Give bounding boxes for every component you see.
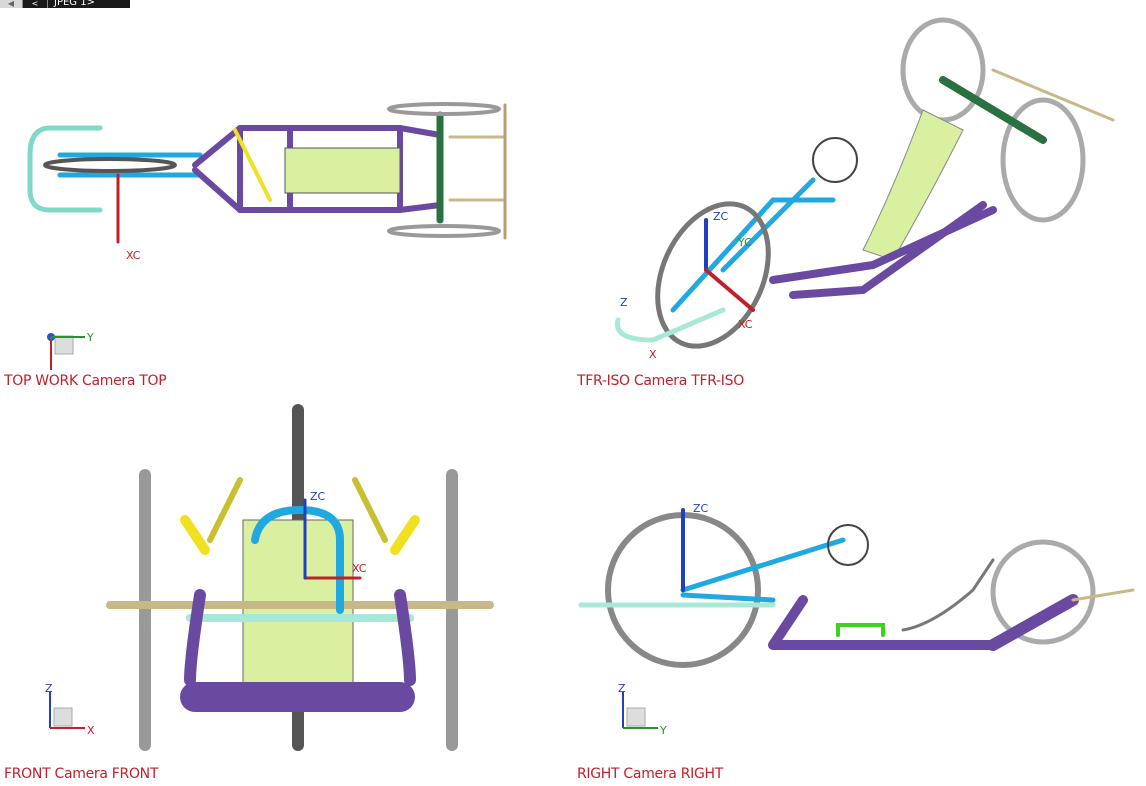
z-axis-label: Z xyxy=(45,682,53,695)
x-axis-label: X xyxy=(649,348,657,361)
x-axis-label: X xyxy=(87,724,95,737)
viewport-right[interactable]: ZC Z Y RIGHT Camera RIGHT xyxy=(573,400,1146,786)
viewport-iso[interactable]: ZC YC XC Z X TFR-ISO Camera TFR-ISO xyxy=(573,10,1146,400)
xc-axis-label: XC xyxy=(738,318,753,331)
y-axis-label: Y xyxy=(86,331,94,344)
xc-axis-label: XC xyxy=(352,562,367,575)
zc-axis-label: ZC xyxy=(713,210,729,223)
zc-axis-label: ZC xyxy=(693,502,709,515)
viewport-top[interactable]: XC Y TOP WORK Camera TOP xyxy=(0,10,573,400)
arrow-left-icon[interactable]: ◀ xyxy=(0,0,23,8)
yc-axis-label: YC xyxy=(737,236,752,249)
view-tabbar: ◀ < JPEG 1> xyxy=(0,0,130,8)
y-axis-label: Y xyxy=(659,724,667,737)
z-axis-label: Z xyxy=(620,296,628,309)
z-axis-label: Z xyxy=(618,682,626,695)
zc-axis-label: ZC xyxy=(310,490,326,503)
top-view-model: XC Y xyxy=(27,102,507,370)
view-label-iso: TFR-ISO Camera TFR-ISO xyxy=(577,373,744,389)
right-view-model: ZC Z Y xyxy=(578,502,1135,737)
xc-axis-label: XC xyxy=(126,249,141,262)
tab-label[interactable]: JPEG 1> xyxy=(48,0,130,8)
viewport-front[interactable]: XC ZC Z X FRONT Camera FRONT xyxy=(0,400,573,786)
view-label-front: FRONT Camera FRONT xyxy=(4,766,159,782)
view-label-right: RIGHT Camera RIGHT xyxy=(577,766,724,782)
view-label-top: TOP WORK Camera TOP xyxy=(4,373,167,389)
chevron-left-icon[interactable]: < xyxy=(23,0,48,8)
iso-view-model: ZC YC XC Z X xyxy=(614,17,1115,361)
front-view-model: XC ZC Z X xyxy=(45,404,494,751)
